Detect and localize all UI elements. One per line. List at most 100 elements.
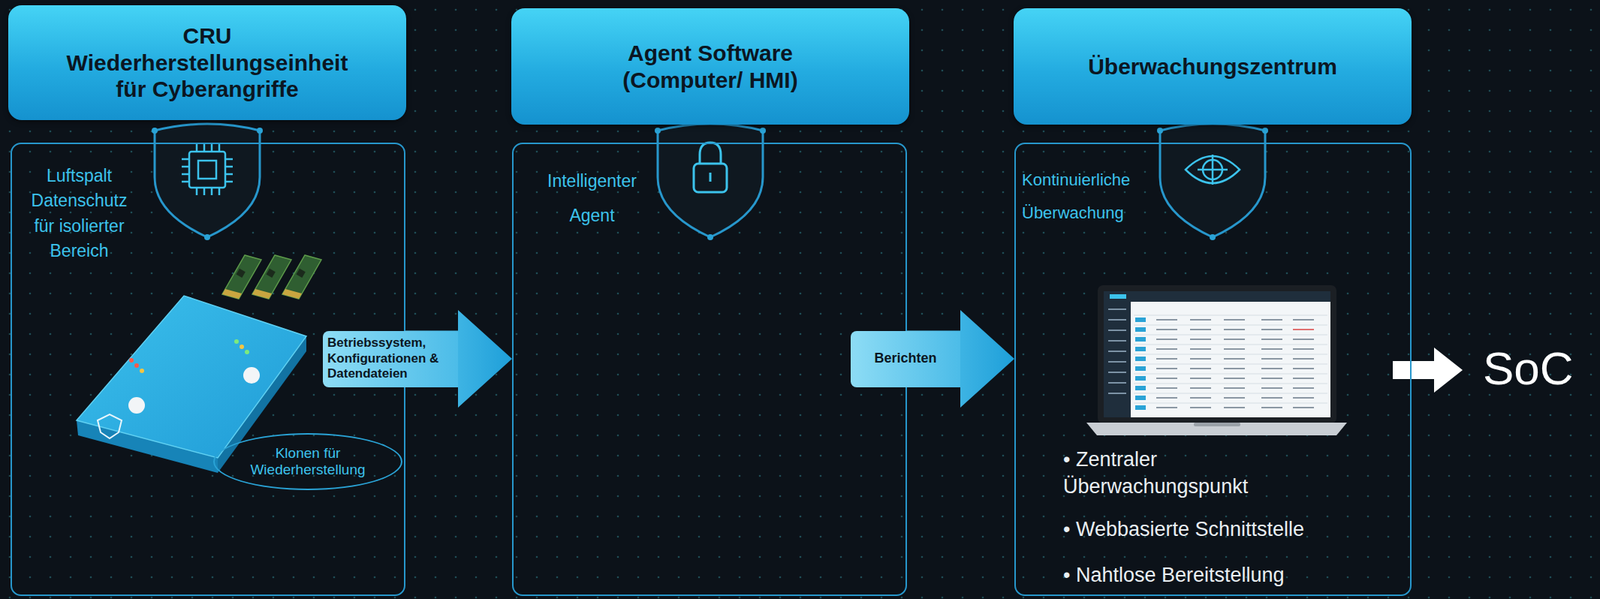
ssd-module xyxy=(222,255,322,299)
edge-label: Berichten xyxy=(850,331,961,388)
laptop-illustration-part-part xyxy=(1292,387,1314,389)
header-box: Agent Software (Computer/ HMI) xyxy=(511,8,910,125)
laptop-illustration-part-part xyxy=(1292,406,1314,409)
laptop-illustration-part-part xyxy=(1292,377,1314,380)
cru-device-illustration-part xyxy=(239,344,245,350)
laptop-illustration-part-part xyxy=(1156,377,1178,380)
ssd-module-part xyxy=(252,289,272,299)
cru-device-illustration-part xyxy=(129,358,134,363)
laptop-illustration-part-part xyxy=(1261,348,1283,350)
chip-symbol-part-part xyxy=(218,144,221,152)
shield-icon-part xyxy=(654,127,661,134)
laptop-illustration-part-part xyxy=(1156,406,1178,409)
chip-symbol-part-part xyxy=(225,165,233,169)
laptop-illustration-part-part xyxy=(1133,373,1328,375)
laptop-illustration-part-part xyxy=(1190,328,1212,331)
chip-symbol-part-part xyxy=(181,158,190,161)
laptop-illustration-part-part xyxy=(1156,338,1178,341)
laptop-illustration-part-part xyxy=(1190,338,1212,341)
cru-device-illustration-part xyxy=(243,367,260,384)
laptop-illustration-part xyxy=(1193,422,1241,427)
laptop-illustration-part-part xyxy=(1261,319,1283,321)
shield-icon-part xyxy=(151,127,158,134)
laptop-illustration-part-part xyxy=(1223,358,1245,360)
padlock-symbol-part xyxy=(693,163,727,193)
cru-device-illustration-part xyxy=(97,414,122,439)
shield-icon-part xyxy=(707,234,714,241)
laptop-illustration-part-part xyxy=(1135,337,1146,342)
header-title: CRU Wiederherstellungseinheit für Cybera… xyxy=(55,22,360,103)
soc-arrow-part xyxy=(1392,347,1463,393)
laptop-illustration-part-part xyxy=(1135,385,1146,391)
laptop-illustration-part-part xyxy=(1292,348,1314,350)
header-box: Überwachungszentrum xyxy=(1013,8,1412,125)
laptop-illustration-part-part xyxy=(1292,338,1314,341)
cru-device-illustration-part xyxy=(244,349,250,355)
ssd-module-part xyxy=(222,289,242,299)
chip-symbol-part-part xyxy=(218,187,221,196)
chip-symbol-part-part xyxy=(210,187,214,196)
laptop-illustration xyxy=(1086,285,1347,436)
bullet-item: • Zentraler Überwachungspunkt xyxy=(1063,446,1328,501)
laptop-illustration-part-part xyxy=(1190,397,1212,399)
chip-symbol-part-part xyxy=(181,180,190,184)
bullet-item: • Nahtlose Bereitstellung xyxy=(1063,562,1328,590)
shield-icon xyxy=(654,123,766,241)
laptop-illustration-part-part xyxy=(1108,382,1127,384)
header-title: Agent Software (Computer/ HMI) xyxy=(597,39,823,94)
shield-icon-part xyxy=(657,123,763,238)
laptop-illustration-part-part xyxy=(1223,367,1245,370)
soc-label: SoC xyxy=(1482,341,1574,395)
ellipse-label: Klonen für Wiederherstellung xyxy=(225,445,391,479)
chip-symbol-part-part xyxy=(225,173,233,176)
ssd-module-part xyxy=(282,255,322,299)
cru-device-illustration-part xyxy=(139,368,145,374)
laptop-illustration-part-part xyxy=(1108,392,1127,395)
laptop-illustration-part-part xyxy=(1292,319,1314,321)
laptop-illustration-part-part xyxy=(1156,358,1178,360)
panel-box: Luftspalt Datenschutz für isolierter Ber… xyxy=(10,142,406,597)
flow-arrow xyxy=(906,310,1015,408)
laptop-illustration-part-part xyxy=(1261,358,1283,360)
laptop-illustration-part xyxy=(1130,291,1331,302)
laptop-illustration-part-part xyxy=(1292,367,1314,370)
shield-icon-part xyxy=(1160,123,1266,238)
laptop-illustration-part-part xyxy=(1133,315,1328,317)
laptop-illustration-part-part xyxy=(1135,327,1146,332)
laptop-illustration-part-part xyxy=(1156,348,1178,350)
chip-symbol-part-part xyxy=(181,173,190,176)
flow-arrow xyxy=(405,310,513,408)
laptop-illustration-part xyxy=(1097,285,1337,424)
cru-device-illustration-part xyxy=(134,363,139,368)
laptop-illustration-part-part xyxy=(1133,383,1328,385)
shield-icon xyxy=(151,123,263,241)
shield-icon-part xyxy=(256,127,263,134)
cru-device-illustration xyxy=(76,255,322,474)
laptop-illustration-part-part xyxy=(1108,361,1127,363)
laptop-illustration-part-part xyxy=(1261,406,1283,409)
laptop-illustration-part-part xyxy=(1135,346,1146,352)
laptop-illustration-part-part xyxy=(1223,319,1245,321)
laptop-illustration-part-part xyxy=(1133,325,1328,326)
header-title: Überwachungszentrum xyxy=(1087,53,1338,80)
edge-label: Betriebssystem, Konfigurationen & Datend… xyxy=(322,331,459,388)
laptop-illustration-part-part xyxy=(1292,358,1314,360)
laptop-illustration-part-part xyxy=(1261,397,1283,399)
laptop-illustration-part-part xyxy=(1135,376,1146,381)
laptop-illustration-part-part xyxy=(1261,367,1283,370)
laptop-illustration-part xyxy=(1108,309,1328,410)
laptop-illustration-part-part xyxy=(1108,340,1127,342)
laptop-illustration-part-part xyxy=(1135,366,1146,371)
soc-arrow xyxy=(1392,347,1463,393)
laptop-illustration-part-part xyxy=(1156,328,1178,331)
laptop-illustration-part-part xyxy=(1156,387,1178,389)
laptop-illustration-part-part xyxy=(1108,308,1127,311)
chip-symbol-part xyxy=(181,144,233,196)
laptop-illustration-part-part xyxy=(1133,344,1328,346)
laptop-illustration-part-part xyxy=(1133,364,1328,365)
laptop-illustration-part-part xyxy=(1223,328,1245,331)
chip-symbol-part xyxy=(198,160,217,179)
laptop-illustration-part-part xyxy=(1133,403,1328,404)
